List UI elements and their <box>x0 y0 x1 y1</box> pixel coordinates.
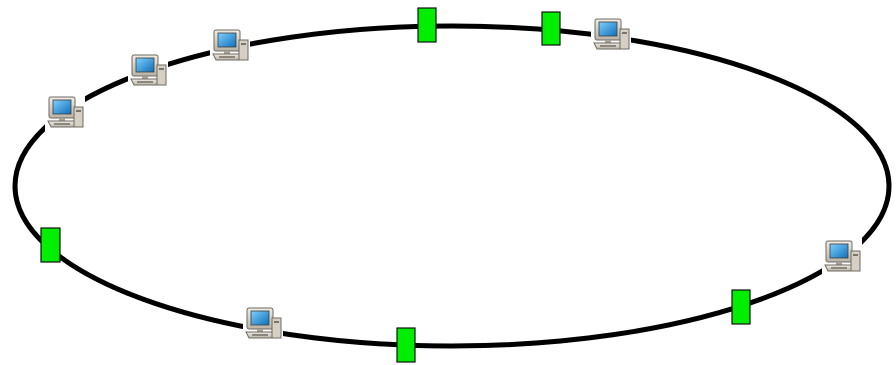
ring-connector-5 <box>731 289 751 325</box>
ring-connector-2 <box>541 11 561 46</box>
computer-node-5 <box>822 238 862 275</box>
ring-cable <box>12 23 892 349</box>
ring-connector-1 <box>417 7 437 43</box>
computer-node-4 <box>591 16 631 53</box>
computer-node-6 <box>243 305 283 342</box>
computer-node-3 <box>45 94 85 131</box>
computer-node-1 <box>210 27 250 64</box>
ring-connector-3 <box>40 227 61 263</box>
ring-connector-4 <box>396 327 416 363</box>
computer-node-2 <box>128 52 168 89</box>
